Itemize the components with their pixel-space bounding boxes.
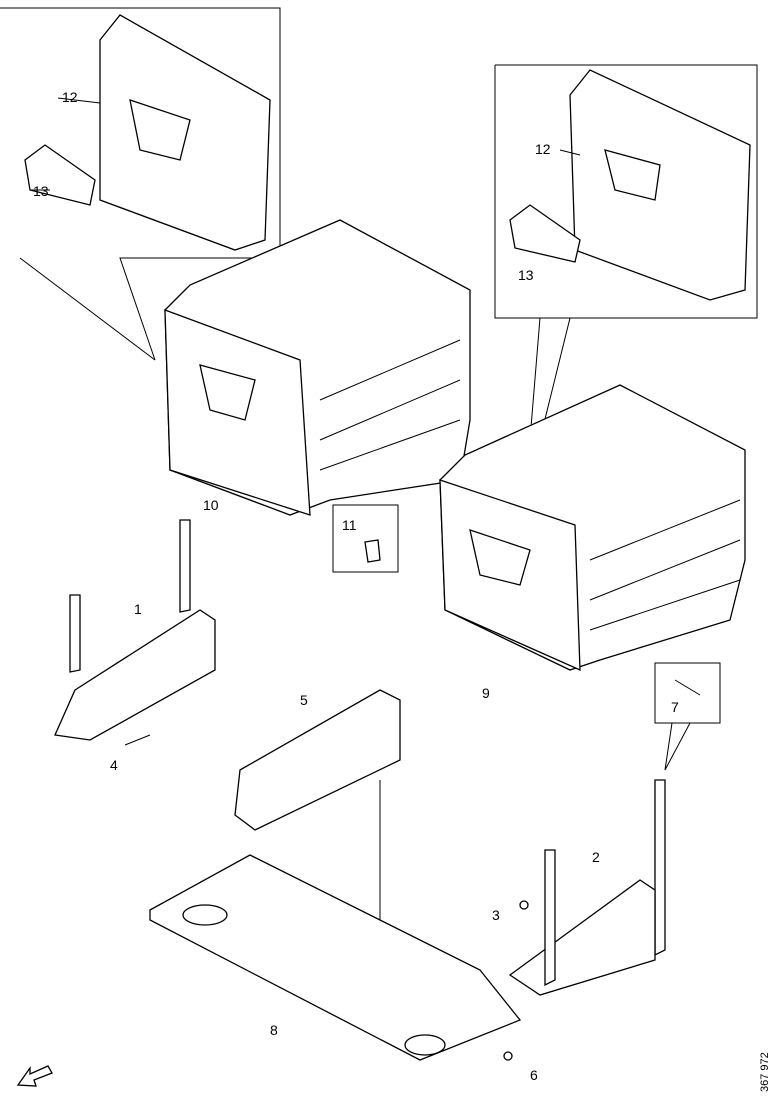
floor-plate-8 [149, 854, 522, 1061]
bracket-assembly-2 [503, 779, 666, 1061]
inset-screw-7 [654, 662, 721, 771]
label-6: 6 [530, 1067, 538, 1083]
label-12: 12 [535, 141, 551, 157]
label-9: 9 [482, 685, 490, 701]
label-10: 10 [203, 497, 219, 513]
bracket-assembly-5 [234, 689, 401, 940]
label-4: 4 [110, 757, 118, 773]
label-11: 11 [342, 517, 357, 533]
inset-left [0, 7, 281, 361]
label-1: 1 [134, 601, 142, 617]
bracket-assembly-1 [54, 519, 216, 746]
label-13: 13 [33, 183, 49, 199]
label-5: 5 [300, 692, 308, 708]
storage-box-10 [164, 219, 471, 516]
label-2: 2 [592, 849, 600, 865]
label-8: 8 [270, 1022, 278, 1038]
storage-box-9 [439, 384, 746, 672]
inset-right [494, 64, 758, 501]
label-12: 12 [62, 89, 78, 105]
label-3: 3 [492, 907, 500, 923]
drawing-code: 367 972 [759, 1052, 771, 1092]
label-7: 7 [671, 699, 679, 715]
direction-arrow-icon [16, 1065, 53, 1087]
label-13: 13 [518, 267, 534, 283]
inset-clip-11 [332, 504, 399, 573]
